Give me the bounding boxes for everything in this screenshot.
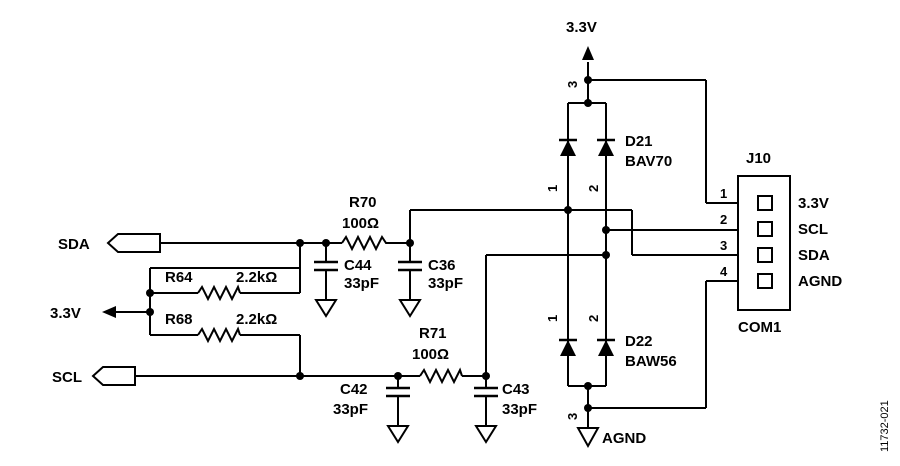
d21-part: BAV70 [625,153,672,170]
connector-pin-3-label: SDA [798,247,830,264]
r70-value: 100Ω [342,215,379,232]
port-icon [91,366,136,386]
diode-left-icon [560,140,576,156]
diode-left-icon [560,340,576,356]
connector-body [737,175,791,311]
ground-agnd-label: AGND [602,430,646,447]
ground-icon [474,425,498,444]
c44-ref: C44 [344,257,372,274]
c44-value: 33pF [344,275,379,292]
connector-ref: J10 [746,150,771,167]
supply-left-label: 3.3V [50,305,81,322]
c36-value: 33pF [428,275,463,292]
ground-icon [576,427,600,449]
ground-icon [386,425,410,444]
capacitor-c36: C36 33pF [398,257,463,318]
r70-ref: R70 [349,194,377,211]
scl-port-label: SCL [52,369,82,386]
r71-ref: R71 [419,325,447,342]
connector-pin-2-socket [757,221,773,237]
d22-pin3: 3 [565,413,580,420]
c36-ref: C36 [428,257,456,274]
r64-ref: R64 [165,269,193,286]
arrow-left-icon [102,306,116,318]
d21-pin3: 3 [565,81,580,88]
ground-agnd: AGND [576,427,646,449]
d22-part: BAW56 [625,353,677,370]
port-icon [106,233,161,253]
connector-name: COM1 [738,319,781,336]
d22-ref: D22 [625,333,653,350]
c42-value: 33pF [333,401,368,418]
connector-pin-2-label: SCL [798,221,828,238]
resistor-r68: R68 2.2kΩ [165,311,277,344]
figure-id: 11732-021 [879,400,891,452]
c42-ref: C42 [340,381,368,398]
connector-pin-3-socket [757,247,773,263]
supply-top: 3.3V [566,19,597,60]
connector-pin-4-socket [757,273,773,289]
r64-value: 2.2kΩ [236,269,277,286]
junctions [146,76,610,412]
connector-pin-3-num: 3 [720,238,727,253]
resistor-r70: R70 100Ω [341,194,390,252]
r68-ref: R68 [165,311,193,328]
connector-pin-4-num: 4 [720,264,728,279]
r68-value: 2.2kΩ [236,311,277,328]
capacitor-c43: C43 33pF [474,381,537,444]
supply-top-label: 3.3V [566,19,597,36]
capacitor-c44: C44 33pF [314,257,379,318]
d22-pin1: 1 [545,315,560,322]
supply-left: 3.3V [50,305,128,322]
d21-ref: D21 [625,133,653,150]
d21-pin2: 2 [586,185,601,192]
scl-port: SCL [52,366,136,386]
connector-pin-2-num: 2 [720,212,727,227]
resistor-r71: R71 100Ω [412,325,463,385]
sda-port: SDA [58,233,161,253]
capacitor-c42: C42 33pF [333,381,410,444]
r71-value: 100Ω [412,346,449,363]
connector-j10: J10 1 2 3 4 3.3V SCL SDA AGND COM1 [720,150,842,336]
d21-pin1: 1 [545,185,560,192]
diode-d21: D21 BAV70 3 1 2 [545,81,672,192]
resistor-r64: R64 2.2kΩ [165,269,277,302]
c43-value: 33pF [502,401,537,418]
d22-pin2: 2 [586,315,601,322]
diode-d22: D22 BAW56 1 2 3 [545,315,677,420]
connector-pin-1-label: 3.3V [798,195,829,212]
sda-port-label: SDA [58,236,90,253]
diode-right-icon [598,140,614,156]
connector-pin-4-label: AGND [798,273,842,290]
ground-icon [314,299,338,318]
arrow-up-icon [582,46,594,60]
connector-pin-1-socket [757,195,773,211]
ground-icon [398,299,422,318]
c43-ref: C43 [502,381,530,398]
wires [128,62,738,428]
connector-pin-1-num: 1 [720,186,727,201]
diode-right-icon [598,340,614,356]
